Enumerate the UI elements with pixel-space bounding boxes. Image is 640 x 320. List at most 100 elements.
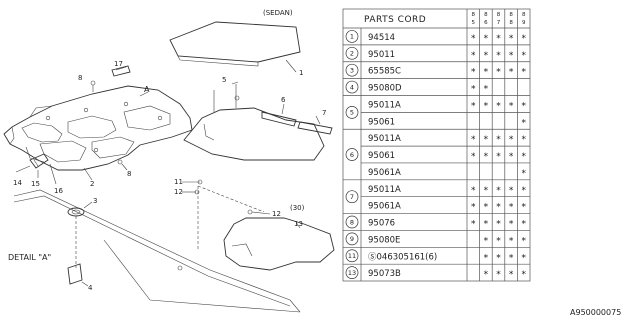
part-code: Ⓢ046305161(6)	[368, 252, 437, 262]
applicability-mark: *	[521, 270, 526, 280]
footer-code: A950000075	[570, 308, 621, 317]
table-row: 95011A*****	[368, 134, 526, 145]
applicability-mark: *	[471, 135, 476, 145]
table-row: 95080D**	[368, 84, 489, 95]
part-code: 95061	[368, 151, 395, 161]
ref-circle	[345, 232, 359, 246]
applicability-mark: *	[521, 253, 526, 263]
callout-4: 4	[88, 284, 93, 292]
applicability-mark: *	[484, 253, 489, 263]
part-code: 95011	[368, 50, 395, 60]
applicability-mark: *	[484, 236, 489, 246]
callout-15: 15	[31, 180, 40, 188]
applicability-mark: *	[471, 203, 476, 213]
applicability-mark: *	[471, 85, 476, 95]
applicability-mark: *	[521, 118, 526, 128]
callout-14: 14	[13, 179, 22, 187]
ref-number: 5	[350, 109, 354, 117]
table-row: 95061A*****	[368, 202, 526, 213]
applicability-mark: *	[509, 152, 514, 162]
ref-circle	[345, 80, 359, 94]
body-floor-outline	[13, 189, 301, 313]
ref-number: 1	[350, 33, 354, 41]
applicability-mark: *	[509, 253, 514, 263]
applicability-mark: *	[471, 51, 476, 61]
part-code: 95080D	[368, 84, 402, 94]
callout-5: 5	[222, 76, 226, 84]
part-code: 95061A	[368, 168, 401, 178]
applicability-mark: *	[509, 220, 514, 230]
table-row: 95011A*****	[368, 185, 526, 196]
ref-number: 3	[350, 66, 354, 74]
ref-circle	[345, 190, 359, 204]
ref-circle	[345, 249, 359, 263]
model-year-header-digit: 5	[472, 20, 476, 26]
applicability-mark: *	[471, 34, 476, 44]
applicability-mark: *	[509, 101, 514, 111]
applicability-mark: *	[521, 101, 526, 111]
applicability-mark: *	[484, 34, 489, 44]
table-row: 95011A*****	[368, 100, 526, 111]
ref-circle	[345, 63, 359, 77]
detail-a-label: DETAIL "A"	[8, 253, 51, 262]
applicability-mark: *	[484, 186, 489, 196]
applicability-mark: *	[521, 220, 526, 230]
applicability-mark: *	[521, 51, 526, 61]
part-6-7-sill-pads: 6 7	[261, 96, 333, 135]
ref-number: 2	[350, 50, 354, 58]
part-code: 95011A	[368, 185, 401, 195]
applicability-mark: *	[496, 236, 501, 246]
ref-number: 6	[350, 151, 354, 159]
part-8-clips: 8 8	[78, 74, 131, 178]
applicability-mark: *	[496, 270, 501, 280]
applicability-mark: *	[484, 51, 489, 61]
ref-number: 8	[350, 218, 354, 226]
part-14-16-heel-pad: 14 15 16	[13, 153, 63, 195]
callout-6: 6	[281, 96, 286, 104]
applicability-mark: *	[484, 270, 489, 280]
callout-16: 16	[54, 187, 63, 195]
part-1-trunk-mat: 1 (SEDAN)	[169, 9, 303, 77]
part-code: 94514	[368, 33, 395, 43]
applicability-mark: *	[509, 236, 514, 246]
applicability-mark: *	[509, 51, 514, 61]
part-code: 95061	[368, 117, 395, 127]
callout-8a: 8	[78, 74, 82, 82]
model-year-header: 8	[522, 12, 526, 18]
applicability-mark: *	[471, 68, 476, 78]
applicability-mark: *	[509, 34, 514, 44]
ref-number: 9	[350, 235, 354, 243]
applicability-mark: *	[496, 135, 501, 145]
applicability-mark: *	[471, 220, 476, 230]
applicability-mark: *	[496, 34, 501, 44]
callout-12b: 12	[272, 210, 281, 218]
table-row: 95073B****	[368, 269, 526, 280]
ref-number: 11	[348, 252, 356, 260]
applicability-mark: *	[509, 270, 514, 280]
applicability-mark: *	[471, 152, 476, 162]
thirty-label: (30)	[290, 204, 305, 212]
model-year-header: 8	[472, 12, 476, 18]
ref-circle	[345, 266, 359, 279]
part-code: 95011A	[368, 100, 401, 110]
illustration: 1 (SEDAN) 2 A 8	[3, 9, 335, 313]
applicability-mark: *	[496, 152, 501, 162]
part-2-floor-carpet: 2 A	[3, 85, 193, 188]
applicability-mark: *	[484, 203, 489, 213]
model-year-header: 8	[484, 12, 488, 18]
callout-3: 3	[93, 197, 97, 205]
table-row: 95061*****	[368, 151, 526, 162]
applicability-mark: *	[521, 135, 526, 145]
applicability-mark: *	[496, 220, 501, 230]
applicability-mark: *	[521, 68, 526, 78]
ref-circle	[345, 148, 359, 161]
applicability-mark: *	[509, 68, 514, 78]
model-year-header: 8	[509, 12, 513, 18]
model-year-header-digit: 6	[484, 20, 488, 26]
table-row: 95076*****	[368, 219, 526, 230]
applicability-mark: *	[496, 203, 501, 213]
part-code: 95011A	[368, 134, 401, 144]
part-5-rear-mat: 5	[183, 76, 325, 161]
